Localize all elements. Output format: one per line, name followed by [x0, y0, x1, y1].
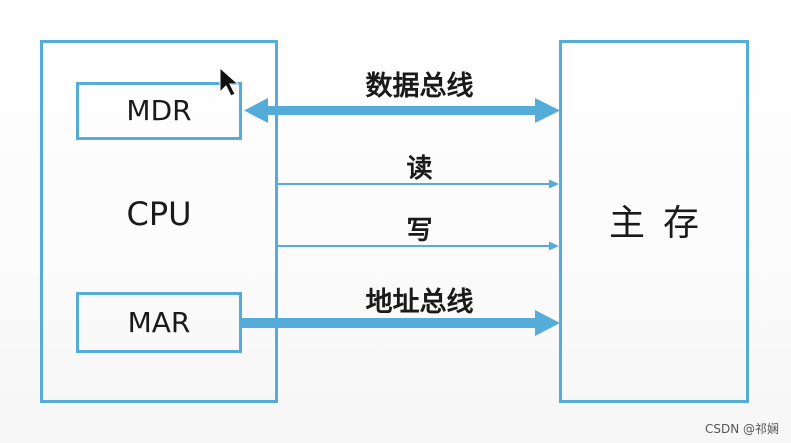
data-bus-right-arrowhead [535, 98, 560, 123]
cpu-box [40, 40, 278, 403]
read-arrowhead [549, 179, 559, 189]
write-label: 写 [406, 216, 433, 246]
mdr-box [76, 82, 242, 140]
watermark: CSDN @祁娴 [704, 422, 779, 436]
mdr-label: MDR [126, 94, 192, 127]
read-label: 读 [406, 154, 433, 184]
write-line-arrow [278, 241, 559, 251]
mar-label: MAR [127, 306, 191, 339]
data-bus-left-arrowhead [244, 98, 268, 123]
write-arrowhead [549, 241, 559, 251]
mar-box [76, 292, 242, 353]
address-bus-arrow [242, 310, 560, 336]
data-bus-label: 数据总线 [365, 71, 474, 102]
data-bus-shaft [266, 106, 536, 115]
data-bus-arrow [244, 98, 560, 123]
main-memory-label: 主存 [608, 203, 717, 244]
address-bus-arrowhead [535, 310, 560, 336]
cpu-label: CPU [126, 195, 192, 233]
main-memory-box [559, 40, 749, 403]
read-line-arrow [278, 179, 559, 189]
address-bus-label: 地址总线 [365, 287, 474, 318]
address-bus-shaft [242, 318, 536, 328]
